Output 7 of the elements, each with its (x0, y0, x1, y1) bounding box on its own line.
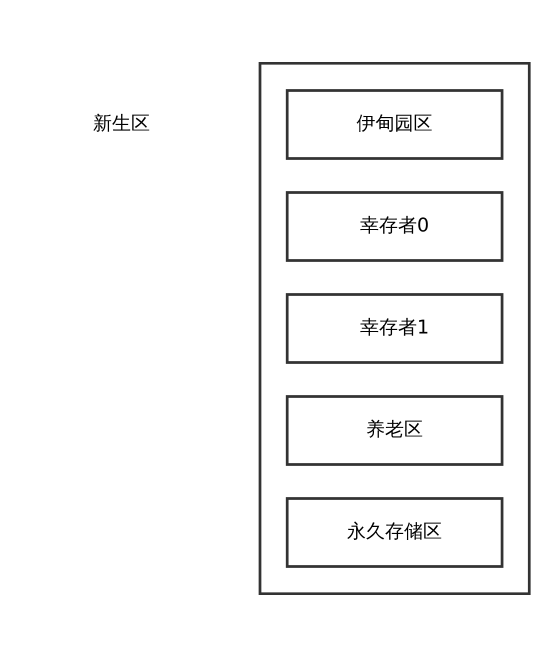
cluster (258, 61, 531, 595)
node-box: 养老区 (286, 394, 504, 466)
node-box: 永久存储区 (286, 496, 504, 568)
label: 新生区 (92, 112, 150, 134)
node-box: 伊甸园区 (286, 88, 504, 160)
node-box: 幸存者1 (286, 292, 504, 364)
node-box: 幸存者0 (286, 190, 504, 262)
